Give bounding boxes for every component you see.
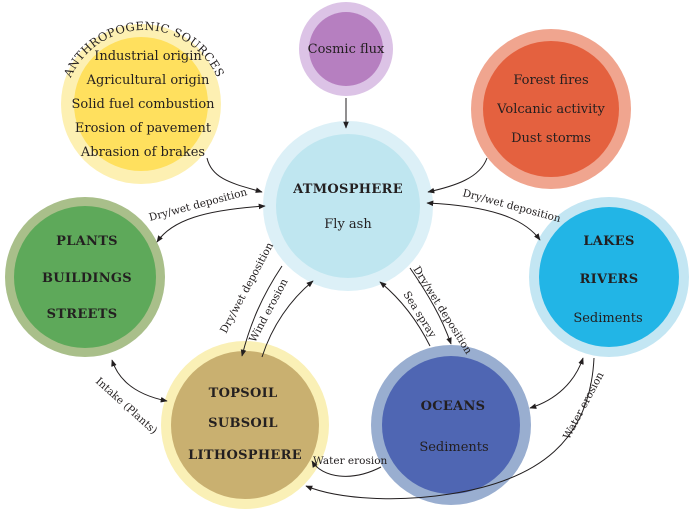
- lakes-line-2: RIVERS: [580, 272, 639, 287]
- atmosphere-sub: Fly ash: [324, 217, 372, 232]
- arrow-oceans-to-topsoil: [311, 460, 382, 477]
- label-dep-right: Dry/wet deposition: [461, 187, 562, 225]
- anthropogenic-inner-circle: [74, 37, 208, 171]
- arrow-anthropogenic-to-atmosphere: [206, 157, 263, 193]
- oceans-node: OCEANS Sediments: [371, 345, 531, 505]
- arrow-topsoil-to-atmosphere: [261, 280, 314, 358]
- arrow-oceans-to-atmosphere: [379, 281, 431, 347]
- anthropogenic-item-1: Industrial origin: [94, 49, 202, 64]
- plants-line-3: STREETS: [47, 307, 118, 322]
- anthropogenic-item-4: Erosion of pavement: [75, 121, 212, 136]
- plants-inner-circle: [14, 206, 156, 348]
- oceans-inner-circle: [382, 356, 520, 494]
- anthropogenic-sources-node: ANTHROPOGENIC SOURCES Industrial origin …: [60, 19, 227, 184]
- natural-sources-node: Forest fires Volcanic activity Dust stor…: [471, 29, 631, 189]
- lakes-inner-circle: [539, 207, 679, 347]
- label-dep-left: Dry/wet deposition: [148, 186, 249, 224]
- arrow-atmosphere-to-topsoil: [240, 265, 283, 357]
- natural-item-2: Volcanic activity: [496, 102, 605, 117]
- oceans-sub: Sediments: [419, 440, 488, 455]
- anthropogenic-item-3: Solid fuel combustion: [71, 97, 215, 112]
- lakes-line-1: LAKES: [583, 234, 634, 249]
- natural-inner-circle: [483, 41, 619, 177]
- natural-item-3: Dust storms: [511, 131, 591, 146]
- flow-arrows: [111, 98, 595, 500]
- plants-node: PLANTS BUILDINGS STREETS: [5, 197, 165, 357]
- arrow-atmosphere-to-oceans: [409, 267, 452, 345]
- topsoil-line-3: LITHOSPHERE: [188, 448, 302, 463]
- topsoil-line-2: SUBSOIL: [208, 416, 278, 431]
- topsoil-node: TOPSOIL SUBSOIL LITHOSPHERE: [161, 341, 329, 509]
- atmosphere-inner-circle: [276, 134, 420, 278]
- topsoil-line-1: TOPSOIL: [209, 386, 278, 401]
- anthropogenic-item-2: Agricultural origin: [86, 73, 210, 88]
- atmosphere-node: ATMOSPHERE Fly ash: [263, 121, 433, 291]
- cosmic-inner-circle: [309, 12, 383, 86]
- label-water-erosion-oceans: Water erosion: [313, 455, 388, 467]
- arrow-oceans-lakes: [529, 357, 584, 409]
- natural-item-1: Forest fires: [513, 73, 588, 88]
- oceans-title: OCEANS: [421, 399, 486, 414]
- arrow-atmosphere-lakes: [426, 200, 541, 241]
- lakes-node: LAKES RIVERS Sediments: [529, 197, 689, 357]
- arrow-atmosphere-plants: [156, 203, 266, 243]
- plants-line-2: BUILDINGS: [42, 271, 132, 286]
- plants-line-1: PLANTS: [56, 234, 118, 249]
- arrow-natural-to-atmosphere: [427, 157, 488, 194]
- topsoil-inner-circle: [171, 351, 319, 499]
- cosmic-flux-node: Cosmic flux: [299, 2, 393, 96]
- arrow-lakes-to-topsoil: [305, 357, 595, 500]
- atmosphere-title: ATMOSPHERE: [292, 182, 403, 197]
- arrow-plants-topsoil: [111, 359, 168, 403]
- label-water-erosion-lakes: Water erosion: [561, 370, 607, 441]
- anthropogenic-item-5: Abrasion of brakes: [80, 145, 205, 160]
- cosmic-flux-label: Cosmic flux: [308, 42, 385, 57]
- lakes-sub: Sediments: [573, 311, 642, 326]
- label-intake: Intake (Plants): [93, 375, 159, 436]
